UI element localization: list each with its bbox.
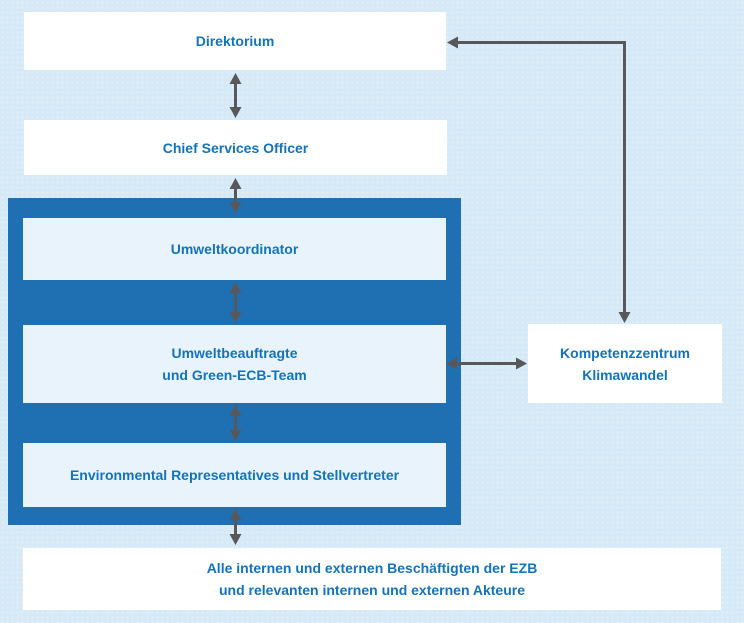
- node-alle-beschaeftigten: Alle internen und externen Beschäftigten…: [23, 548, 721, 610]
- node-environmental-representatives: Environmental Representatives und Stellv…: [23, 443, 446, 507]
- node-chief-services-officer-label: Chief Services Officer: [162, 139, 309, 156]
- node-umweltbeauftragte-label-line2: und Green-ECB-Team: [162, 367, 307, 383]
- arrow-direktorium-cso: [229, 73, 242, 118]
- node-umweltkoordinator-label: Umweltkoordinator: [170, 241, 299, 257]
- node-direktorium-label: Direktorium: [195, 33, 275, 49]
- node-direktorium: Direktorium: [24, 12, 446, 70]
- node-alle-beschaeftigten-label-line1: Alle internen und externen Beschäftigten…: [206, 560, 538, 576]
- node-kompetenzzentrum-klimawandel: Kompetenzzentrum Klimawandel: [528, 324, 722, 403]
- arrow-kompetenzzentrum-direktorium: [447, 36, 631, 323]
- node-alle-beschaeftigten-label-line2: und relevanten internen und externen Akt…: [219, 582, 525, 598]
- node-kompetenzzentrum-label-line2: Klimawandel: [582, 366, 668, 383]
- node-chief-services-officer: Chief Services Officer: [24, 120, 447, 175]
- node-umweltkoordinator: Umweltkoordinator: [23, 218, 446, 280]
- node-umweltbeauftragte-label-line1: Umweltbeauftragte: [171, 345, 298, 361]
- node-umweltbeauftragte: Umweltbeauftragte und Green-ECB-Team: [23, 325, 446, 403]
- node-environmental-representatives-label: Environmental Representatives und Stellv…: [69, 467, 400, 483]
- node-kompetenzzentrum-label-line1: Kompetenzzentrum: [560, 344, 690, 361]
